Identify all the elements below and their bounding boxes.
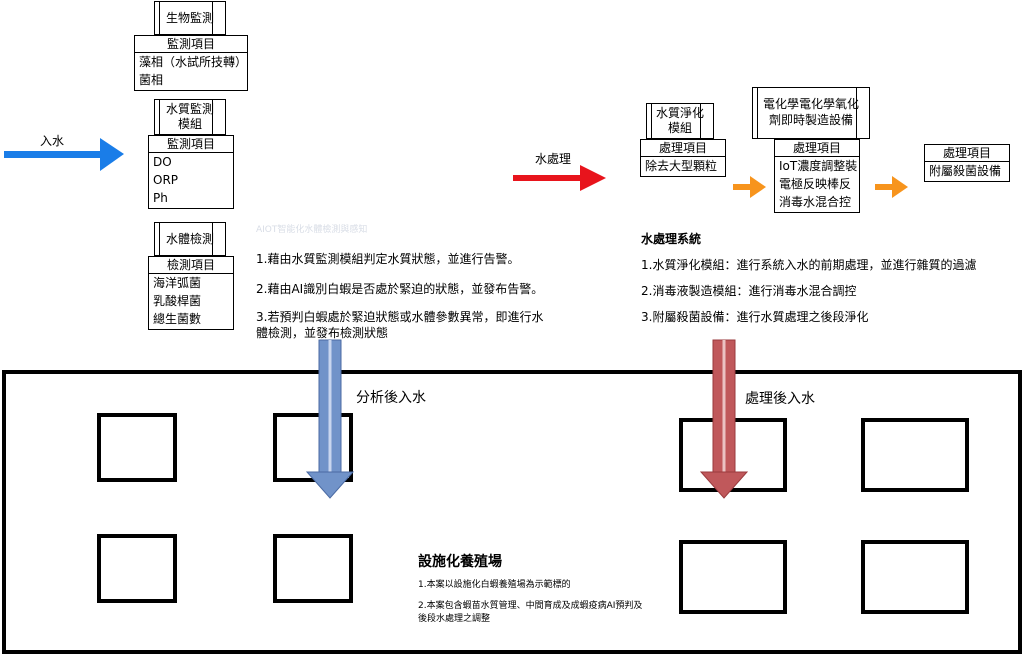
farm-title: 設施化養殖場 (418, 554, 502, 570)
bio-items-header: 監測項目 (135, 36, 247, 53)
farm-note-2b: 後段水處理之調整 (418, 614, 491, 624)
system-title: 水處理系統 (641, 232, 702, 246)
pond-4 (861, 418, 969, 492)
chem-module-title: 電化學電化學氧化 (762, 97, 859, 111)
bio-monitoring-table: 監測項目 藻相（水試所技轉） 菌相 (134, 35, 248, 91)
purify-table: 處理項目 除去大型顆粒 (640, 139, 726, 177)
pond-7 (679, 540, 787, 614)
wq-module-title-2: 模組 (177, 117, 202, 131)
body-item: 海洋弧菌 (153, 276, 202, 290)
steril-items-header: 處理項目 (925, 145, 1009, 162)
chem-item: IoT濃度調整裝 (779, 159, 858, 173)
farm-note-1: 1.本案以設施化白蝦養殖場為示範標的 (418, 580, 571, 590)
monitor-note-2: 2.藉由AI識別白蝦是否處於緊迫的狀態，並發布告警。 (256, 282, 544, 296)
wq-module-header: 水質監測 模組 (154, 99, 226, 135)
faint-title: AIOT智能化水體檢測與感知 (256, 225, 368, 235)
farm-note-2: 2.本案包含蝦苗水質管理、中間育成及成蝦疫病AI預判及 (418, 601, 643, 611)
monitor-note-3b: 體檢測，並發布檢測狀態 (256, 326, 389, 340)
wq-items-header: 監測項目 (149, 136, 233, 153)
treatment-arrow (513, 165, 606, 191)
pond-8 (861, 540, 969, 614)
treated-inflow-label: 處理後入水 (745, 391, 815, 407)
sterilizer-table: 處理項目 附屬殺菌設備 (924, 144, 1010, 182)
body-test-title: 水體檢測 (165, 232, 214, 246)
bio-item: 菌相 (139, 73, 164, 87)
chem-item: 消毒水混合控 (779, 195, 852, 209)
purify-item: 除去大型顆粒 (645, 159, 718, 173)
steril-item: 附屬殺菌設備 (929, 164, 1002, 178)
chem-item: 電極反映棒反 (779, 177, 852, 191)
monitor-note-3: 3.若預判白蝦處於緊迫狀態或水體參數異常，即進行水 (256, 310, 544, 324)
treat-note-3: 3.附屬殺菌設備：進行水質處理之後段淨化 (641, 310, 869, 324)
wq-item: DO (153, 155, 172, 169)
purify-module-title: 水質淨化 (655, 106, 704, 120)
pond-6 (273, 534, 353, 603)
bio-monitoring-header: 生物監測 (154, 1, 226, 35)
analysis-inflow-label: 分析後入水 (356, 390, 426, 406)
wq-item: Ph (153, 191, 168, 205)
orange-arrow-1 (733, 176, 766, 198)
intake-label: 入水 (40, 134, 65, 148)
purify-module-title-2: 模組 (667, 121, 692, 135)
chem-table: 處理項目 IoT濃度調整裝 電極反映棒反 消毒水混合控 (774, 139, 860, 213)
treat-note-1: 1.水質淨化模組：進行系統入水的前期處理，並進行雜質的過濾 (641, 258, 977, 272)
body-item: 總生菌數 (153, 312, 202, 326)
chem-items-header: 處理項目 (775, 140, 859, 157)
pond-1 (97, 413, 177, 482)
monitor-note-1: 1.藉由水質監測模組判定水質狀態，並進行告警。 (256, 252, 520, 266)
body-test-table: 檢測項目 海洋弧菌 乳酸桿菌 總生菌數 (148, 256, 234, 330)
chem-module-header: 電化學電化學氧化 劑即時製造設備 (752, 87, 870, 139)
treat-note-2: 2.消毒液製造模組：進行消毒水混合調控 (641, 284, 857, 298)
bio-item: 藻相（水試所技轉） (139, 55, 248, 69)
orange-arrow-2 (875, 176, 908, 198)
body-test-header: 水體檢測 (154, 222, 226, 256)
wq-item: ORP (153, 173, 179, 187)
intake-arrow (4, 138, 124, 171)
pond-5 (97, 534, 177, 603)
bio-monitoring-title: 生物監測 (165, 11, 214, 25)
body-item: 乳酸桿菌 (153, 294, 202, 308)
purify-items-header: 處理項目 (641, 140, 725, 157)
body-items-header: 檢測項目 (149, 257, 233, 274)
wq-module-title: 水質監測 (165, 102, 214, 116)
purify-module-header: 水質淨化 模組 (646, 103, 714, 139)
chem-module-title-2: 劑即時製造設備 (768, 113, 853, 127)
treatment-label: 水處理 (535, 152, 572, 166)
treated-down-arrow (699, 339, 749, 499)
wq-monitoring-table: 監測項目 DO ORP Ph (148, 135, 234, 209)
analysis-down-arrow (305, 339, 355, 499)
